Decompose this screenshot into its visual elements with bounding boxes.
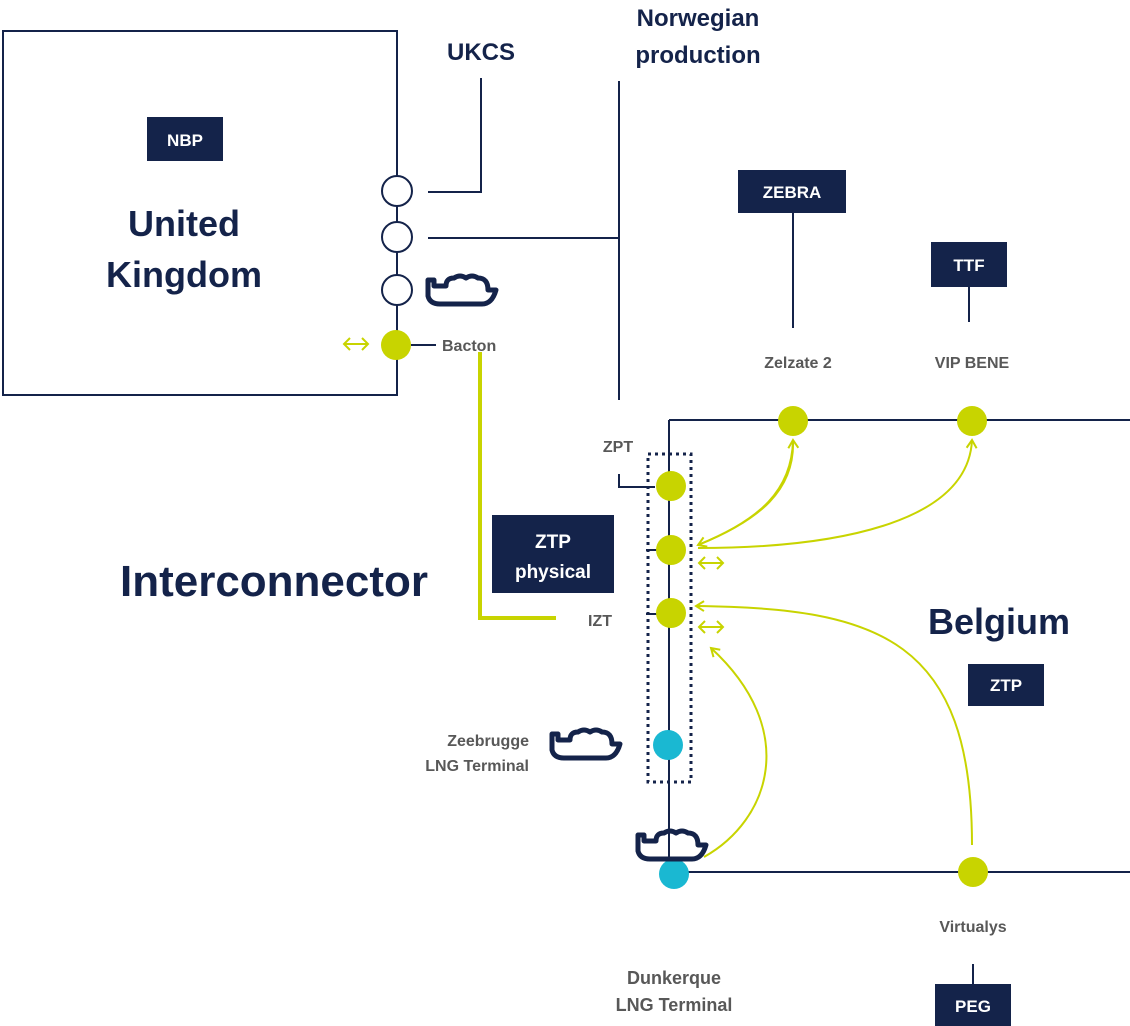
uk-entry-points [381, 175, 413, 360]
ztp-physical-hub-box [492, 515, 614, 593]
zebra-label: ZEBRA [763, 183, 822, 202]
ztp-zone-outline [646, 452, 693, 784]
virtualys-to-izt-arrow [694, 600, 973, 846]
norwegian-entry-node [381, 221, 413, 253]
vip-bene-node [957, 406, 987, 436]
dunkerque-ship-icon [638, 831, 706, 859]
ztp-physical-node [656, 535, 686, 565]
dunkerque-label-line2: LNG Terminal [616, 995, 733, 1015]
norwegian-connector [428, 81, 620, 400]
zelzate-to-ztp-arrow [696, 439, 794, 548]
ukcs-entry-node [381, 175, 413, 207]
ukcs-connector [428, 78, 482, 193]
vip-bene-label: VIP BENE [935, 355, 1010, 372]
flow-arrows [694, 438, 978, 858]
peg-hub-box [935, 984, 1011, 1026]
ukcs-label: UKCS [447, 39, 515, 66]
zelzate-label: Zelzate 2 [764, 355, 832, 372]
ztp-to-zelzate-arrow [697, 438, 800, 546]
izt-node [656, 598, 686, 628]
interconnector-pipeline [478, 352, 556, 620]
nbp-hub-box [147, 117, 223, 161]
izt-bidirectional-arrow-icon [697, 620, 725, 634]
ztp-bidirectional-arrow-icon [697, 556, 725, 570]
uk-lng-entry-node [381, 274, 413, 306]
peg-label: PEG [955, 997, 991, 1016]
dunkerque-lng-node [659, 859, 689, 889]
ztp-physical-label-line2: physical [515, 562, 591, 583]
bacton-bidirectional-arrow-icon [342, 337, 370, 351]
uk-label-line1: United [128, 203, 240, 244]
dunkerque-label-line1: Dunkerque [627, 968, 721, 988]
uk-label-line2: Kingdom [106, 254, 262, 295]
ttf-hub-box [931, 242, 1007, 287]
zeebrugge-label-line2: LNG Terminal [425, 758, 529, 775]
norwegian-label-line1: Norwegian [637, 5, 760, 32]
belgium-label: Belgium [928, 601, 1070, 642]
ztp-hub-box [968, 664, 1044, 706]
ttf-label: TTF [953, 256, 984, 275]
norwegian-label-line2: production [635, 42, 760, 69]
zeebrugge-lng-node [653, 730, 683, 760]
bacton-node [381, 330, 411, 360]
zelzate-node [778, 406, 808, 436]
uk-lng-ship-icon [428, 276, 496, 304]
zebra-hub-box [738, 170, 846, 213]
zeebrugge-ship-icon [552, 730, 620, 758]
ztp-to-vipbene-arrow [697, 438, 978, 549]
zpt-connector [618, 474, 655, 488]
ztp-label: ZTP [990, 676, 1022, 695]
nbp-label: NBP [167, 131, 203, 150]
zeebrugge-label-line1: Zeebrugge [447, 733, 529, 750]
dunkerque-to-izt-arrow [703, 646, 768, 858]
izt-label: IZT [588, 613, 612, 630]
ztp-physical-label-line1: ZTP [535, 532, 571, 553]
virtualys-label: Virtualys [939, 919, 1006, 936]
zpt-node [656, 471, 686, 501]
interconnector-label: Interconnector [120, 557, 428, 606]
virtualys-node [958, 857, 988, 887]
zpt-label: ZPT [603, 439, 633, 456]
bacton-label: Bacton [442, 338, 496, 355]
